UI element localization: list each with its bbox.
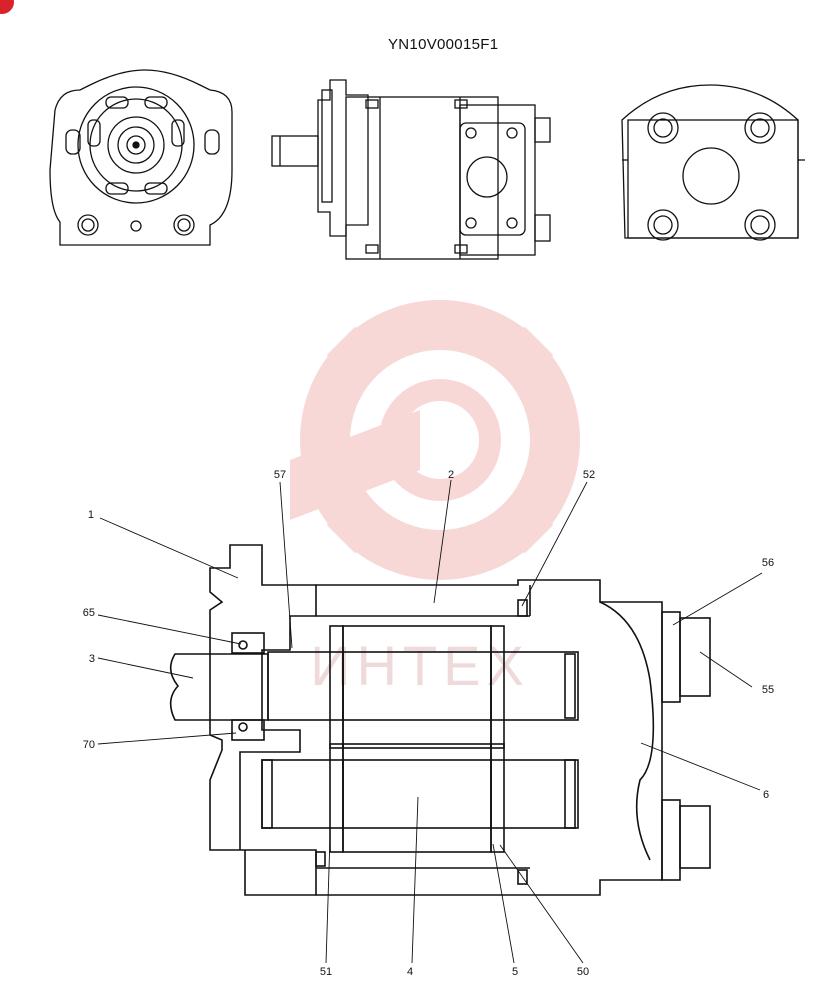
watermark-text: ИНТЕХ — [310, 634, 530, 697]
callout-65: 65 — [83, 607, 95, 619]
watermark-gear-logo — [290, 300, 580, 580]
callout-5: 5 — [512, 966, 518, 978]
callout-50: 50 — [577, 966, 589, 978]
drawing-code: YN10V00015F1 — [388, 36, 499, 53]
callout-57: 57 — [274, 469, 286, 481]
callout-55: 55 — [762, 684, 774, 696]
callout-51: 51 — [320, 966, 332, 978]
callout-52: 52 — [583, 469, 595, 481]
front-view — [49, 69, 233, 246]
callout-2: 2 — [448, 469, 454, 481]
leader-lines — [97, 479, 763, 964]
callout-4: 4 — [407, 966, 413, 978]
callout-56: 56 — [762, 557, 774, 569]
side-view — [271, 79, 551, 260]
section-view — [169, 544, 711, 896]
callout-70: 70 — [83, 739, 95, 751]
callout-labels: 1 2 3 4 5 6 50 51 52 55 56 57 65 70 — [83, 469, 774, 978]
rear-view — [621, 84, 805, 241]
callout-6: 6 — [763, 789, 769, 801]
callout-1: 1 — [88, 509, 94, 521]
callout-3: 3 — [89, 653, 95, 665]
